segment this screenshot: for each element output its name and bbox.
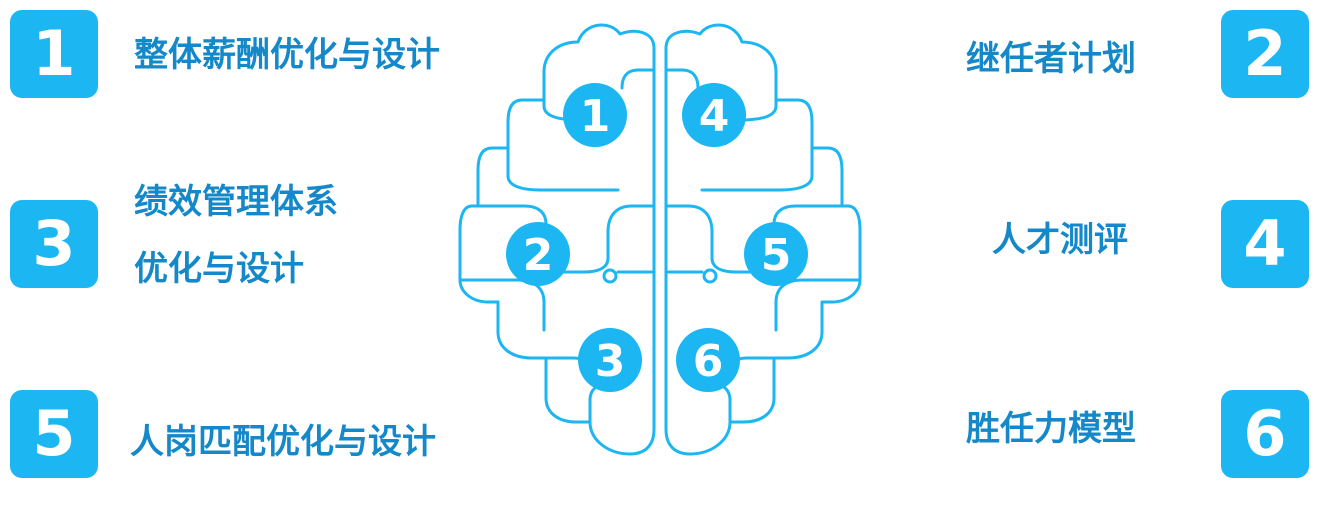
badge-3: 3 bbox=[10, 200, 98, 288]
circuit-dot-left bbox=[602, 268, 618, 284]
badge-2: 2 bbox=[1221, 10, 1309, 98]
brain-node-5: 5 bbox=[744, 222, 808, 286]
brain-node-4: 4 bbox=[682, 83, 746, 147]
svg-text:2: 2 bbox=[523, 230, 554, 281]
badge-6: 6 bbox=[1221, 390, 1309, 478]
brain-node-3: 3 bbox=[578, 328, 642, 392]
badge-5: 5 bbox=[10, 390, 98, 478]
brain-node-6: 6 bbox=[676, 328, 740, 392]
circuit-dot-right bbox=[702, 268, 718, 284]
label-competency-model: 胜任力模型 bbox=[966, 409, 1136, 449]
svg-text:4: 4 bbox=[699, 91, 730, 142]
svg-text:1: 1 bbox=[580, 91, 611, 142]
label-total-compensation: 整体薪酬优化与设计 bbox=[134, 35, 440, 75]
badge-1: 1 bbox=[10, 10, 98, 98]
svg-text:6: 6 bbox=[693, 336, 724, 387]
svg-text:5: 5 bbox=[761, 230, 792, 281]
label-performance-line2: 优化与设计 bbox=[134, 249, 304, 289]
label-person-job-fit: 人岗匹配优化与设计 bbox=[130, 422, 436, 462]
label-performance-line1: 绩效管理体系 bbox=[134, 182, 338, 222]
svg-text:3: 3 bbox=[595, 336, 626, 387]
brain-diagram: 1 4 2 5 3 6 bbox=[458, 23, 862, 456]
badge-4: 4 bbox=[1221, 200, 1309, 288]
brain-node-1: 1 bbox=[563, 83, 627, 147]
brain-node-2: 2 bbox=[506, 222, 570, 286]
label-talent-assessment: 人才测评 bbox=[992, 220, 1128, 260]
label-succession-plan: 继任者计划 bbox=[966, 39, 1136, 79]
